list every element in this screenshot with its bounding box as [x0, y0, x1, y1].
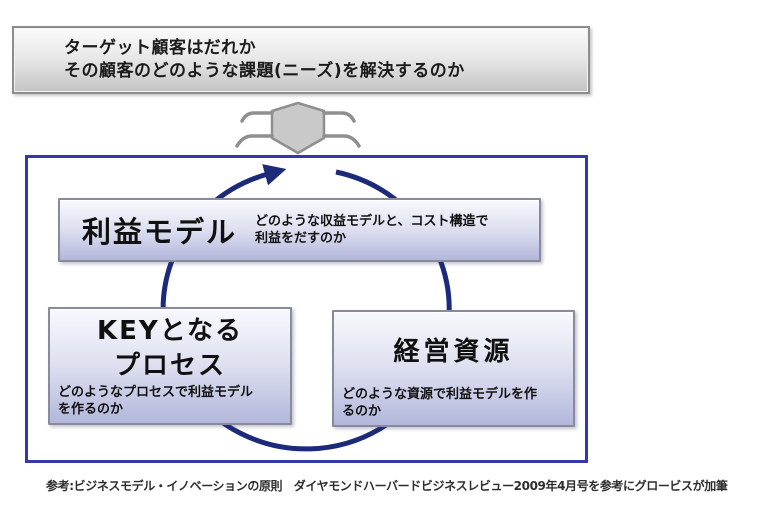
profit-model-desc-line2: 利益をだすのか	[255, 231, 347, 246]
resources-title: 経営資源	[393, 337, 514, 367]
target-customer-line2: その顧客のどのような課題(ニーズ)を解決するのか	[64, 61, 465, 81]
resources-desc-line1: どのような資源で利益モデルを作	[342, 387, 538, 402]
resources-desc: どのような資源で利益モデルを作 るのか	[342, 386, 537, 420]
profit-model-title: 利益モデル	[82, 215, 238, 249]
source-caption: 参考:ビジネスモデル・イノベーションの原則 ダイヤモンドハーバードビジネスレビュ…	[46, 479, 728, 493]
key-process-desc-line2: を作るのか	[58, 402, 124, 417]
profit-model-box: 利益モデル どのような収益モデルと、コスト構造で 利益をだすのか	[58, 198, 541, 262]
key-process-title: KEYとなる プロセス	[50, 314, 290, 384]
key-process-desc-line1: どのようなプロセスで利益モデル	[58, 385, 254, 400]
down-arrow-icon	[235, 101, 361, 155]
key-process-title-line1: KEYとなる	[97, 316, 243, 346]
key-process-box: KEYとなる プロセス どのようなプロセスで利益モデル を作るのか	[48, 307, 292, 425]
profit-model-desc-line1: どのような収益モデルと、コスト構造で	[255, 214, 489, 229]
key-process-desc: どのようなプロセスで利益モデル を作るのか	[58, 384, 253, 418]
key-process-title-line2: プロセス	[113, 351, 226, 381]
target-customer-box: ターゲット顧客はだれか その顧客のどのような課題(ニーズ)を解決するのか	[12, 26, 590, 94]
target-customer-line1: ターゲット顧客はだれか	[64, 38, 257, 58]
resources-desc-line2: るのか	[342, 404, 382, 419]
profit-model-desc: どのような収益モデルと、コスト構造で 利益をだすのか	[255, 213, 488, 247]
resources-box: 経営資源 どのような資源で利益モデルを作 るのか	[332, 310, 575, 427]
